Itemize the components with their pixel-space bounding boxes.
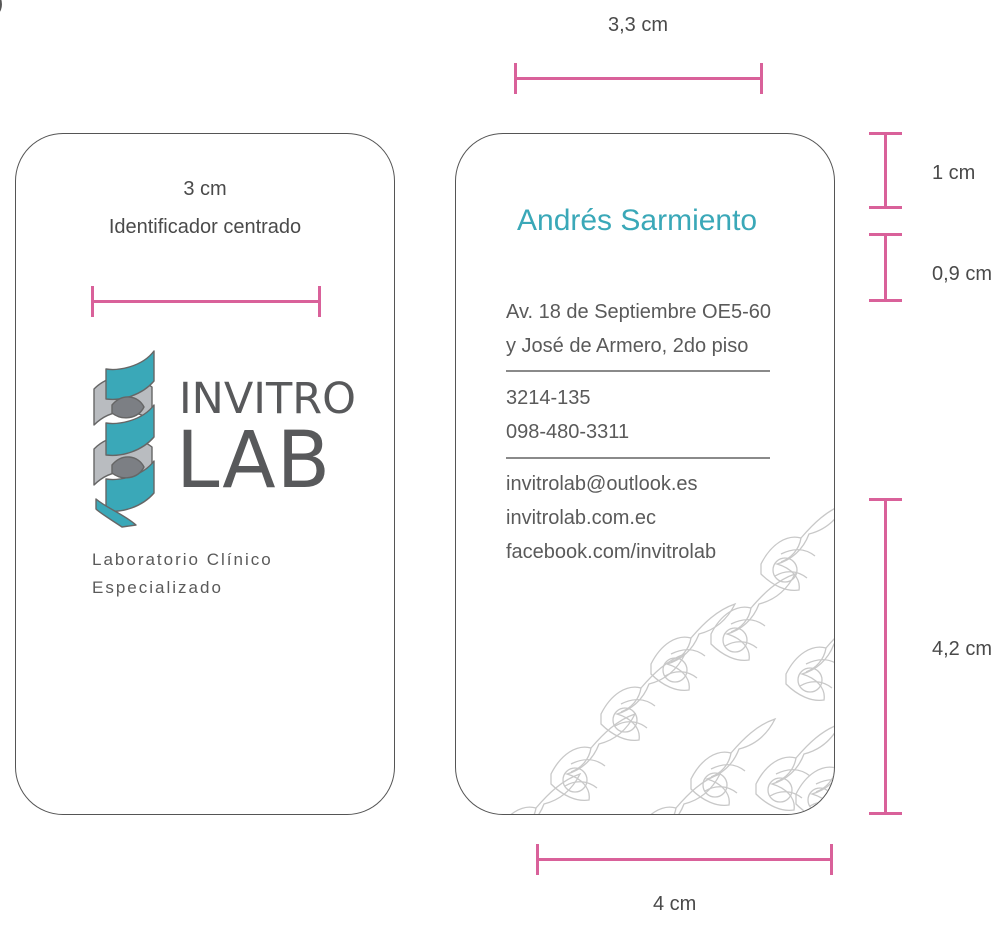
phone-1: 3214-135 [506, 387, 591, 409]
dim-right-1-bar [869, 132, 902, 209]
helix-watermark-pattern [495, 503, 834, 814]
invitro-helix-logo-icon [93, 350, 155, 528]
front-width-label: 3 cm [183, 178, 227, 200]
dim-right-2-label: 0,9 cm [932, 263, 993, 285]
contact-name: Andrés Sarmiento [517, 204, 758, 237]
front-centered-label: Identificador centrado [108, 216, 302, 238]
front-width-dimension [91, 286, 321, 317]
separator-2 [506, 457, 770, 459]
phone-2: 098-480-3311 [506, 421, 630, 443]
dim-right-2-bar [869, 233, 902, 302]
address-line-2: y José de Armero, 2do piso [506, 335, 749, 357]
logo-word-invitro: INVITRO [179, 374, 356, 424]
email: invitrolab@outlook.es [506, 473, 698, 495]
back-card: Andrés Sarmiento Av. 18 de Septiembre OE… [455, 133, 835, 815]
tagline-line-1: Laboratorio Clínico [92, 550, 273, 569]
dim-top-bar [514, 63, 763, 94]
facebook: facebook.com/invitrolab [506, 541, 717, 563]
dim-right-3-bar [869, 498, 902, 815]
dim-right-1-label: 1 cm [932, 162, 976, 184]
address-line-1: Av. 18 de Septiembre OE5-60 [506, 301, 771, 323]
dim-bottom-label: 4 cm [653, 893, 697, 915]
tagline-line-2: Especializado [92, 578, 223, 597]
logo-word-lab: LAB [176, 416, 332, 506]
partial-marker: ) [0, 0, 3, 16]
website: invitrolab.com.ec [506, 507, 657, 529]
front-card: 3 cm Identificador centrado INVITRO LAB … [15, 133, 395, 815]
dim-bottom-bar [536, 844, 833, 875]
dim-right-3-label: 4,2 cm [932, 638, 993, 660]
dim-top-label: 3,3 cm [608, 14, 669, 36]
separator-1 [506, 370, 770, 372]
